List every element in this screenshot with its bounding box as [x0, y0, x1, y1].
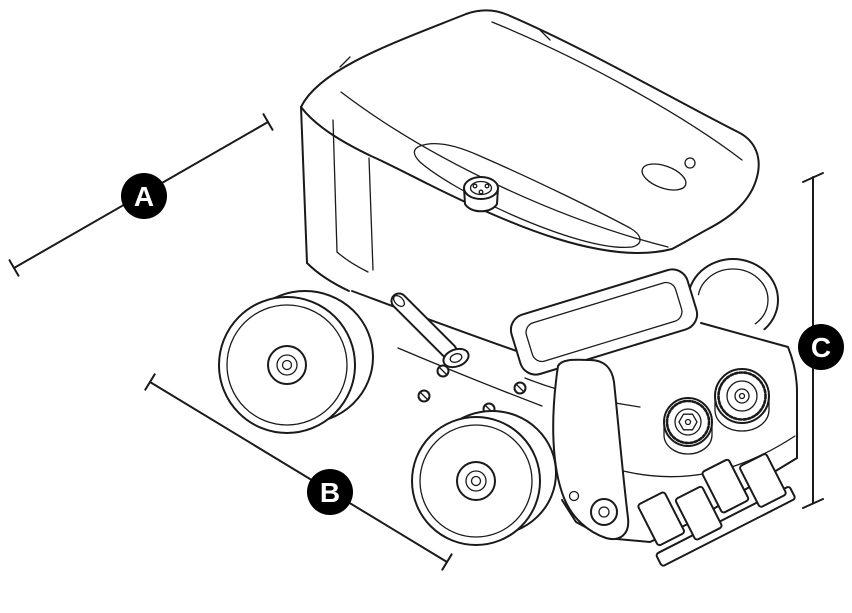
- clamp-lever: [390, 292, 470, 369]
- pivot-bolt: [590, 498, 618, 526]
- dimension-b-badge: B: [307, 469, 353, 515]
- connector-plug: [463, 176, 499, 213]
- hex-socket: [678, 413, 698, 431]
- dimension-b-line: [144, 373, 453, 571]
- pivot-arm: [552, 358, 630, 540]
- deck-screws: [417, 364, 527, 416]
- dimension-c-tick-end: [802, 498, 824, 509]
- handle-grip-slot: [413, 143, 641, 249]
- dimension-a-tick-end: [8, 259, 20, 277]
- machine-drawing: [218, 9, 799, 567]
- thumb-recess: [641, 163, 687, 191]
- dimension-a-badge: A: [121, 173, 167, 219]
- knob-large: [714, 368, 770, 432]
- dimension-b-tick-start: [144, 373, 156, 391]
- frame-pillar: [300, 106, 374, 292]
- dimension-a-tick-start: [262, 113, 274, 131]
- dimension-c-label: C: [811, 332, 831, 363]
- dimension-b-label: B: [320, 477, 340, 508]
- wheel-front-center: [411, 410, 557, 546]
- dimension-c-tick-start: [802, 172, 824, 183]
- dimension-a-label: A: [134, 181, 154, 212]
- probe-bracket: [637, 453, 796, 567]
- top-panel: [509, 268, 699, 376]
- knob-small: [663, 397, 713, 455]
- handle-housing: [300, 9, 760, 254]
- wheel-front-left: [218, 290, 374, 434]
- dimension-c-badge: C: [798, 324, 844, 370]
- dimension-b-tick-end: [441, 553, 453, 571]
